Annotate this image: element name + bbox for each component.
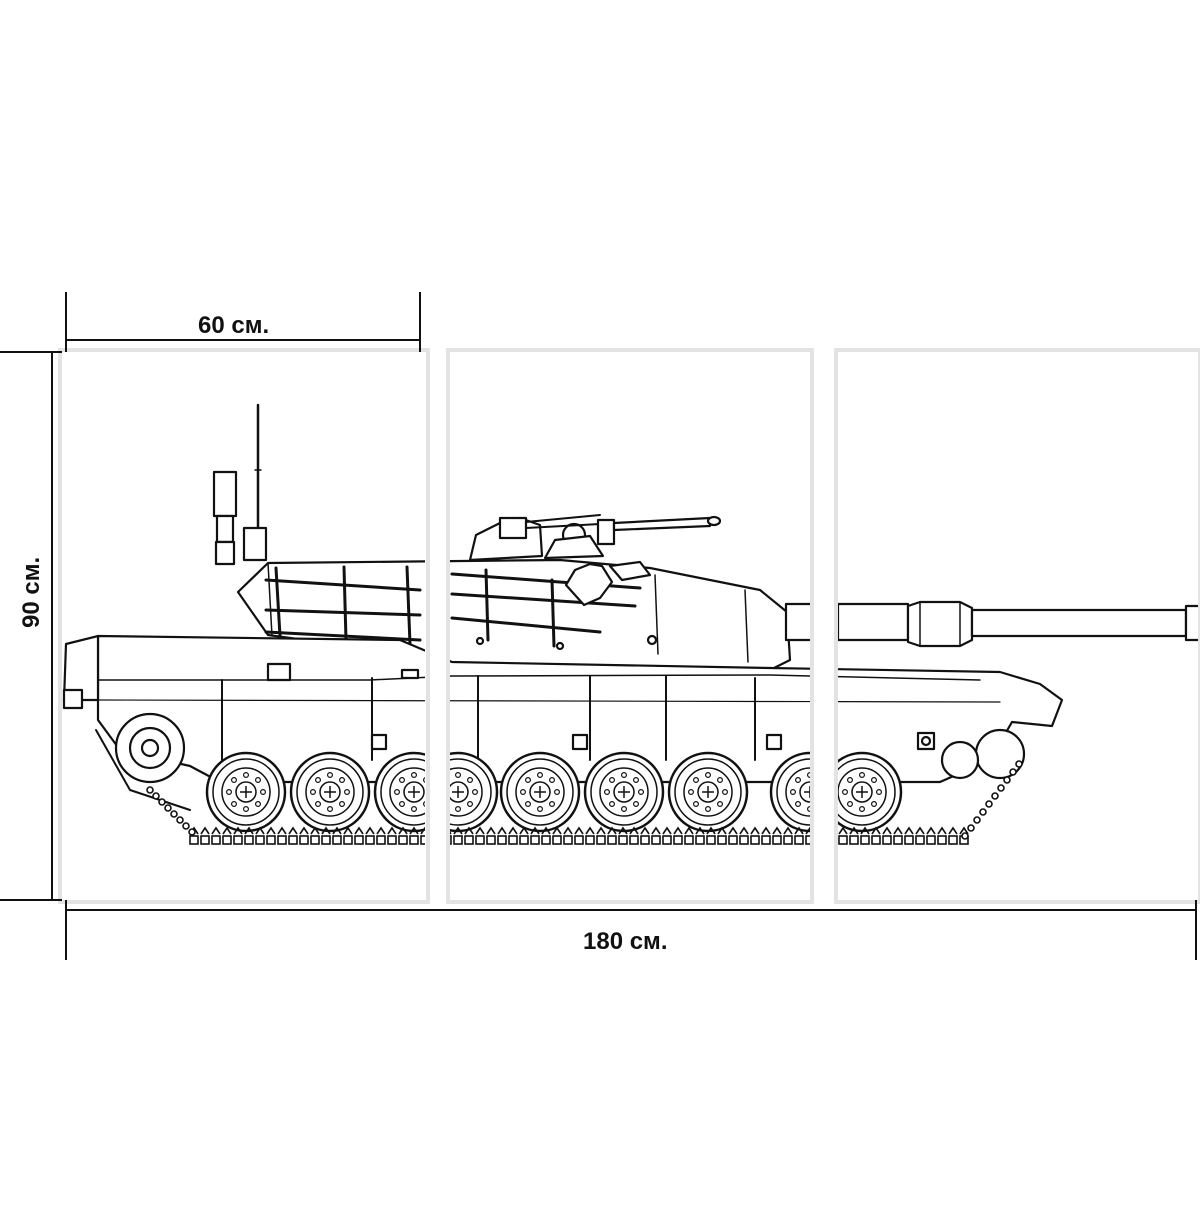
panel-width-label: 60 см. [198,312,270,339]
canvas-panel-1 [62,352,425,900]
dimension-lines [0,292,1197,960]
canvas-panel-2 [450,352,810,900]
total-width-label: 180 см. [583,928,668,955]
road-wheels-panel-1 [205,751,425,833]
panel-shadows [58,348,1200,904]
height-label: 90 см. [18,556,45,628]
canvas-panel-3 [838,352,1198,900]
